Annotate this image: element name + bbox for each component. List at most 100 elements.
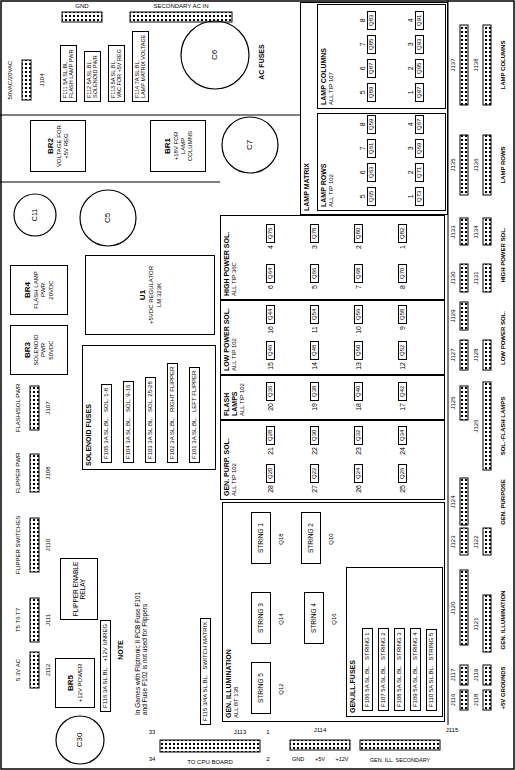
label: T5 T6 T7	[15, 607, 22, 633]
label: J135	[450, 157, 457, 172]
label-text: FLASH LAMP PWR	[68, 50, 74, 99]
label-text: STRING 4	[310, 603, 317, 633]
label-text: Q59	[368, 119, 375, 130]
section-panel: LAMP ROWSALL TIP 1025Q656Q637Q618Q591Q73…	[317, 113, 446, 211]
label: J123	[450, 534, 457, 549]
label: GND	[74, 3, 89, 10]
transistor: 5Q66	[310, 264, 319, 283]
transistor: 21Q28	[266, 426, 275, 445]
label-text: F111 5A SL.BL.	[62, 50, 68, 99]
label-text: Q36	[267, 386, 274, 397]
label-text: STRING 5	[428, 633, 435, 661]
label-text: Q24	[355, 468, 362, 479]
label-text: HIGH POWER SOL.	[223, 219, 231, 296]
label-text: Q66	[311, 268, 318, 279]
fuse: F115 3/4A SL.BL.SWITCH MATRIX	[200, 618, 211, 725]
label: TO CPU BOARD	[186, 759, 234, 766]
connector	[460, 135, 468, 195]
section-panel: HIGH POWER SOL.ALL TIP 36C4Q763Q782Q801Q…	[220, 215, 445, 300]
label-text: SOLENOID FUSES	[85, 349, 93, 466]
label-text: +12V UNREG	[102, 624, 109, 662]
section-panel: LAMP COLUMNSALL TIP 1075Q896Q877Q858Q831…	[317, 4, 446, 109]
connector	[460, 264, 468, 292]
label-text: 3	[407, 140, 415, 157]
label-text: Q44	[267, 309, 274, 320]
label-text: FLASH LAMP PWR	[33, 268, 47, 312]
label-text: 7	[355, 285, 363, 289]
label-text: 6	[359, 164, 367, 181]
label-text: LAMP MATRIX	[303, 6, 311, 211]
label-text: STRING 3	[396, 632, 403, 660]
label: J104	[39, 72, 46, 87]
label-text: 22	[311, 447, 319, 455]
fuse: F112 5A SL.BL.SOLENOID PWR	[84, 51, 101, 102]
label-text: Q40	[355, 386, 362, 397]
label-text: Q73	[416, 191, 423, 202]
label: Q18	[278, 532, 285, 545]
transistor: 20Q36	[266, 382, 275, 401]
label: GEN. ILL. SECONDARY	[369, 757, 431, 763]
label-text: 16	[267, 326, 275, 334]
label: Q10	[328, 532, 335, 545]
label: Q12	[278, 682, 285, 695]
label-text: GEN.ILL.FUSES	[349, 571, 357, 713]
label: +5V GROUNDS	[500, 665, 507, 710]
label-text: SOL. 1-8	[103, 388, 110, 412]
label: +5V	[314, 756, 326, 762]
label-text: Q93	[416, 39, 423, 50]
label-text: BR5	[66, 675, 75, 691]
capacitor	[56, 716, 104, 764]
label-text: 26	[355, 485, 363, 493]
label-text: LAMP COLUMNS	[320, 8, 328, 105]
label-text: Q28	[267, 430, 274, 441]
label: J110	[45, 538, 52, 553]
transistor: 2Q95	[415, 59, 424, 78]
label: AC FUSES	[258, 43, 266, 80]
label-text: STRING 1	[257, 523, 264, 553]
label-text: 8	[359, 12, 367, 29]
label-text: BR3	[23, 342, 32, 358]
label-text: Q32	[355, 430, 362, 441]
section-panel: GEN. PURP. SOL.ALL TIP 10221Q2822Q3023Q3…	[220, 420, 445, 500]
label: Q16	[331, 612, 338, 625]
label: +12V	[335, 756, 350, 762]
connector	[460, 478, 468, 525]
fuse: F108 5A SL.BL.STRING 3	[394, 628, 405, 711]
label-text: 5	[311, 285, 319, 289]
label-text: Q34	[399, 430, 406, 441]
transistor: 18Q40	[354, 382, 363, 401]
fuse: F106 5A SL.BL.STRING 1	[362, 628, 373, 711]
label-text: Q42	[399, 386, 406, 397]
label-text: 2	[407, 60, 415, 77]
label: GEN. ILLUMINATION	[500, 590, 507, 651]
label-text: F104 3A SL.BL.	[125, 417, 132, 459]
label-text: 20VDC	[48, 280, 55, 299]
label: HIGH POWER SOL.	[500, 226, 507, 283]
label-text: ALL BT 138	[233, 506, 240, 718]
label-text: ALL TIP 102	[231, 304, 238, 371]
label-text: Q89	[368, 87, 375, 98]
connector	[483, 218, 491, 245]
fuse: F102 3A SL.BL.RIGHT FLIPPER	[167, 363, 178, 463]
label: NOTE	[117, 639, 125, 660]
label-text: 18	[355, 403, 363, 411]
label: J108	[45, 465, 52, 480]
fuse: F113 5A SL.BL.VAC FOR +5V REG	[108, 45, 125, 102]
fuse: F114 7A SL.BL.LAMP MATRIX VOLTAGE	[132, 31, 149, 102]
transistor: 4Q67	[415, 115, 424, 134]
label-text: LM 323K	[156, 283, 163, 307]
label: J138	[473, 57, 480, 72]
component-box: STRING 4	[304, 592, 324, 644]
label-text: 10	[355, 326, 363, 334]
label-text: Q78	[311, 228, 318, 239]
transistor: 7Q85	[367, 35, 376, 54]
connector	[483, 135, 491, 195]
fuse: F101 3A SL.BL.LEFT FLIPPER	[189, 367, 200, 463]
transistor: 2Q71	[415, 163, 424, 182]
label: FLASH/SOL PWR	[15, 383, 22, 433]
transistor: 3Q78	[310, 224, 319, 243]
label-text: LAMP ROWS	[320, 117, 328, 207]
label-text: F112 5A SL.BL.	[86, 55, 92, 98]
label: J129	[450, 308, 457, 323]
label-text: 27	[311, 485, 319, 493]
